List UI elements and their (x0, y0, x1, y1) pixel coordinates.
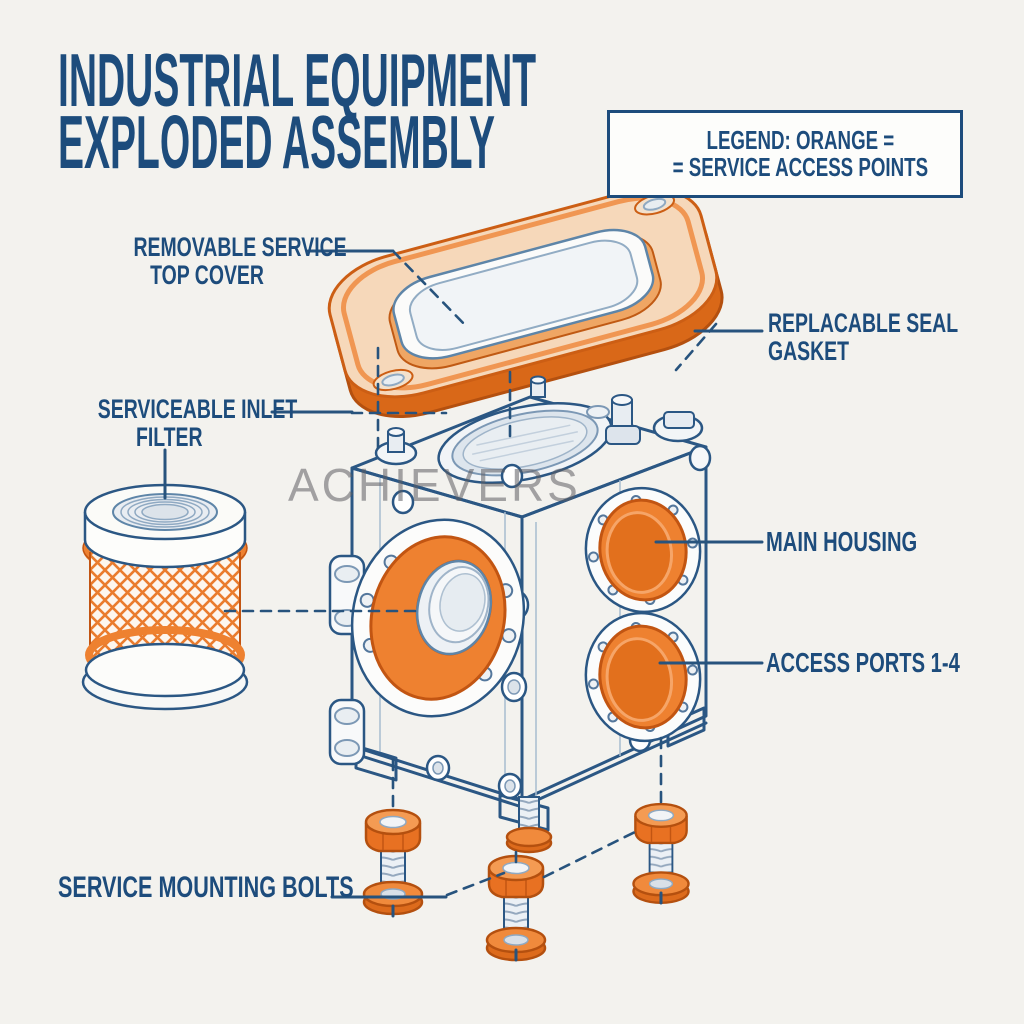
mounting-bolts (362, 796, 690, 962)
attached-bolt (505, 796, 553, 854)
label-seal-gasket: REPLACABLE SEAL GASKET (768, 308, 1024, 366)
label-top-cover-line1: REMOVABLE SERVICE (133, 232, 347, 262)
label-top-cover-line2: TOP COVER (150, 259, 264, 290)
legend-box: LEGEND: ORANGE = = SERVICE ACCESS POINTS (607, 110, 963, 198)
label-main-housing-text: MAIN HOUSING (766, 526, 918, 557)
label-main-housing: MAIN HOUSING (766, 526, 976, 557)
top-fittings (374, 375, 712, 472)
title-line-1: INDUSTRIAL EQUIPMENT (58, 38, 537, 122)
front-service-port (350, 518, 526, 718)
label-inlet-filter: SERVICEABLE INLET FILTER (59, 395, 297, 452)
label-mounting-bolts-text: SERVICE MOUNTING BOLTS (58, 871, 354, 904)
label-access-ports: ACCESS PORTS 1-4 (766, 647, 1024, 678)
access-port-top (584, 486, 702, 614)
access-port-bottom (584, 611, 702, 743)
top-port-opening (437, 402, 613, 484)
label-access-ports-text: ACCESS PORTS 1-4 (766, 647, 960, 678)
label-mounting-bolts: SERVICE MOUNTING BOLTS (58, 871, 469, 904)
label-inlet-filter-line1: SERVICEABLE INLET (97, 394, 298, 424)
label-seal-gasket-line1: REPLACABLE SEAL (768, 308, 959, 338)
inlet-filter (81, 483, 249, 711)
bolt-right (632, 802, 690, 904)
top-cover-gasket (319, 175, 732, 431)
legend-line-2: = SERVICE ACCESS POINTS (672, 152, 929, 182)
watermark: ACHIEVERS (288, 459, 581, 511)
leader-lines (163, 249, 764, 962)
page-title: INDUSTRIAL EQUIPMENT EXPLODED ASSEMBLY (58, 38, 977, 184)
legend-text: LEGEND: ORANGE = = SERVICE ACCESS POINTS (623, 124, 978, 182)
label-seal-gasket-line2: GASKET (768, 335, 850, 366)
title-line-2: EXPLODED ASSEMBLY (58, 99, 496, 184)
main-housing-body (328, 375, 712, 832)
legend-line-1: LEGEND: ORANGE = (706, 124, 895, 155)
label-top-cover: REMOVABLE SERVICE TOP COVER (92, 233, 346, 290)
bolt-center (485, 854, 547, 962)
label-inlet-filter-line2: FILTER (135, 421, 203, 452)
